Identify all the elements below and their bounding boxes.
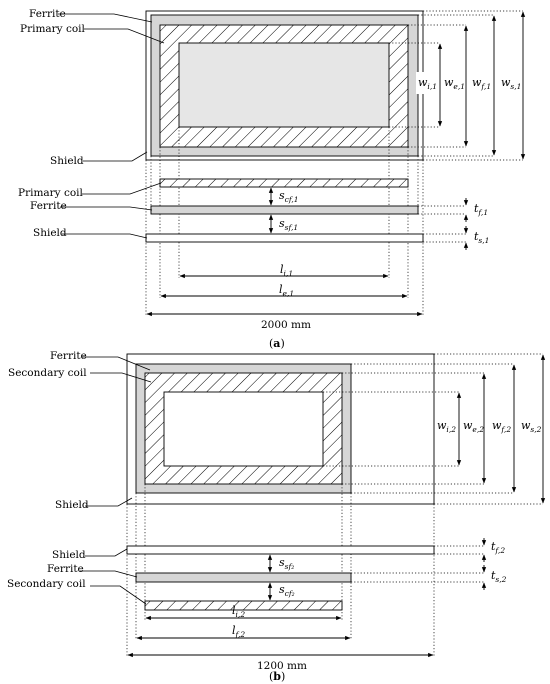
- primary-coil-side-a: [159, 178, 409, 188]
- s-sf1-label: ssf,1: [279, 217, 298, 232]
- t-s2-label: ts,2: [491, 569, 507, 584]
- shield-side-label-a: Shield: [33, 227, 67, 239]
- panel-b: wi,2 we,2 wf,2 ws,2 Ferrite Secondary co…: [7, 350, 546, 683]
- ferrite-label-a: Ferrite: [29, 8, 66, 20]
- l-f2-label: lf,2: [232, 624, 245, 639]
- t-f1-label: tf,1: [474, 202, 488, 217]
- l-i1-label: li,1: [280, 263, 293, 278]
- overall-length-b: 1200 mm: [257, 660, 307, 672]
- s-sf2-label: ssf₂: [279, 556, 294, 571]
- shield-side-label-b: Shield: [52, 549, 86, 561]
- ferrite-side-a: [150, 205, 419, 215]
- t-s1-label: ts,1: [474, 230, 489, 245]
- s-cf2-label: scf₂: [279, 583, 295, 598]
- shield-side-b: [126, 545, 435, 555]
- w-i2-label: wi,2: [437, 419, 456, 434]
- w-i1-label: wi,1: [418, 76, 437, 91]
- secondary-coil-side-b: [144, 600, 343, 611]
- caption-b: (b): [269, 670, 285, 683]
- w-s2-label: ws,2: [521, 419, 542, 434]
- ferrite-side-label-b: Ferrite: [47, 563, 84, 575]
- l-i2-label: li,2: [232, 604, 245, 619]
- ferrite-side-label-a: Ferrite: [30, 200, 67, 212]
- w-f2-label: wf,2: [492, 419, 511, 434]
- overall-length-a: 2000 mm: [261, 319, 311, 331]
- l-e1-label: le,1: [279, 283, 294, 298]
- ferrite-label-b: Ferrite: [50, 350, 87, 362]
- coil-opening-b: [163, 391, 324, 467]
- primary-coil-label-a: Primary coil: [20, 23, 86, 35]
- shield-label-b: Shield: [55, 499, 89, 511]
- coil-opening-a: [178, 42, 390, 128]
- w-f1-label: wf,1: [472, 76, 491, 91]
- w-e2-label: we,2: [463, 419, 484, 434]
- t-f2-label: tf,2: [491, 540, 505, 555]
- shield-label-a: Shield: [50, 155, 84, 167]
- s-cf1-label: scf,1: [279, 189, 299, 204]
- secondary-coil-side-label-b: Secondary coil: [7, 578, 86, 590]
- panel-a: wi,1 we,1 wf,1 ws,1 Ferrite Primary coil…: [18, 8, 526, 350]
- primary-coil-side-label-a: Primary coil: [18, 187, 84, 199]
- caption-a: (a): [269, 337, 285, 350]
- shield-side-a: [145, 233, 424, 243]
- ferrite-side-b: [135, 572, 352, 583]
- secondary-coil-label-b: Secondary coil: [8, 367, 87, 379]
- w-s1-label: ws,1: [501, 76, 521, 91]
- w-e1-label: we,1: [444, 76, 465, 91]
